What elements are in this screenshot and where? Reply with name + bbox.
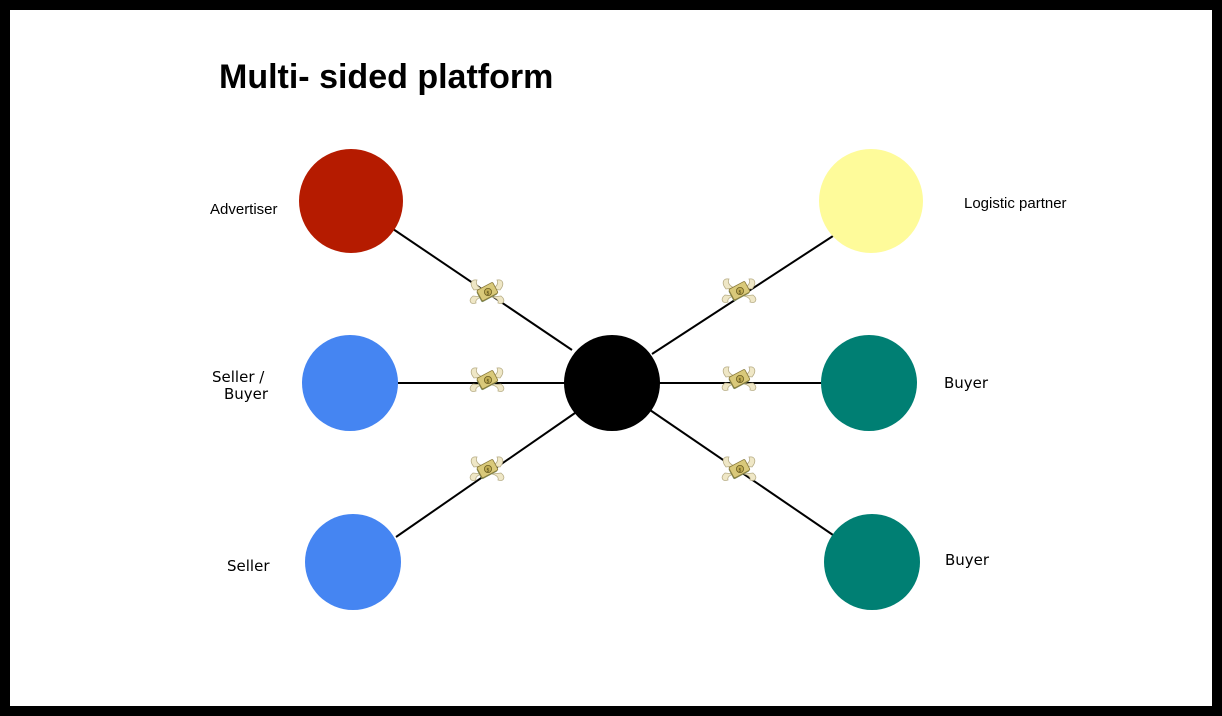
label-buyer-2: Buyer	[945, 551, 990, 569]
node-advertiser	[299, 149, 403, 253]
node-logistic-partner	[819, 149, 923, 253]
node-buyer-2	[824, 514, 920, 610]
node-seller	[305, 514, 401, 610]
node-buyer-1	[821, 335, 917, 431]
money-with-wings-icon	[469, 279, 505, 304]
page-title: Multi- sided platform	[219, 58, 553, 96]
money-with-wings-icon	[469, 456, 505, 481]
label-seller: Seller	[227, 557, 270, 575]
label-advertiser: Advertiser	[210, 201, 278, 218]
platform-hub-node	[564, 335, 660, 431]
node-seller-buyer	[302, 335, 398, 431]
money-with-wings-icon	[721, 456, 757, 481]
label-logistic-partner: Logistic partner	[964, 195, 1067, 212]
label-buyer-1: Buyer	[944, 374, 989, 392]
label-seller-buyer-line2: Buyer	[224, 385, 269, 403]
label-seller-buyer-line1: Seller /	[212, 368, 265, 386]
money-with-wings-icon	[469, 367, 505, 392]
money-with-wings-icon	[721, 366, 757, 391]
